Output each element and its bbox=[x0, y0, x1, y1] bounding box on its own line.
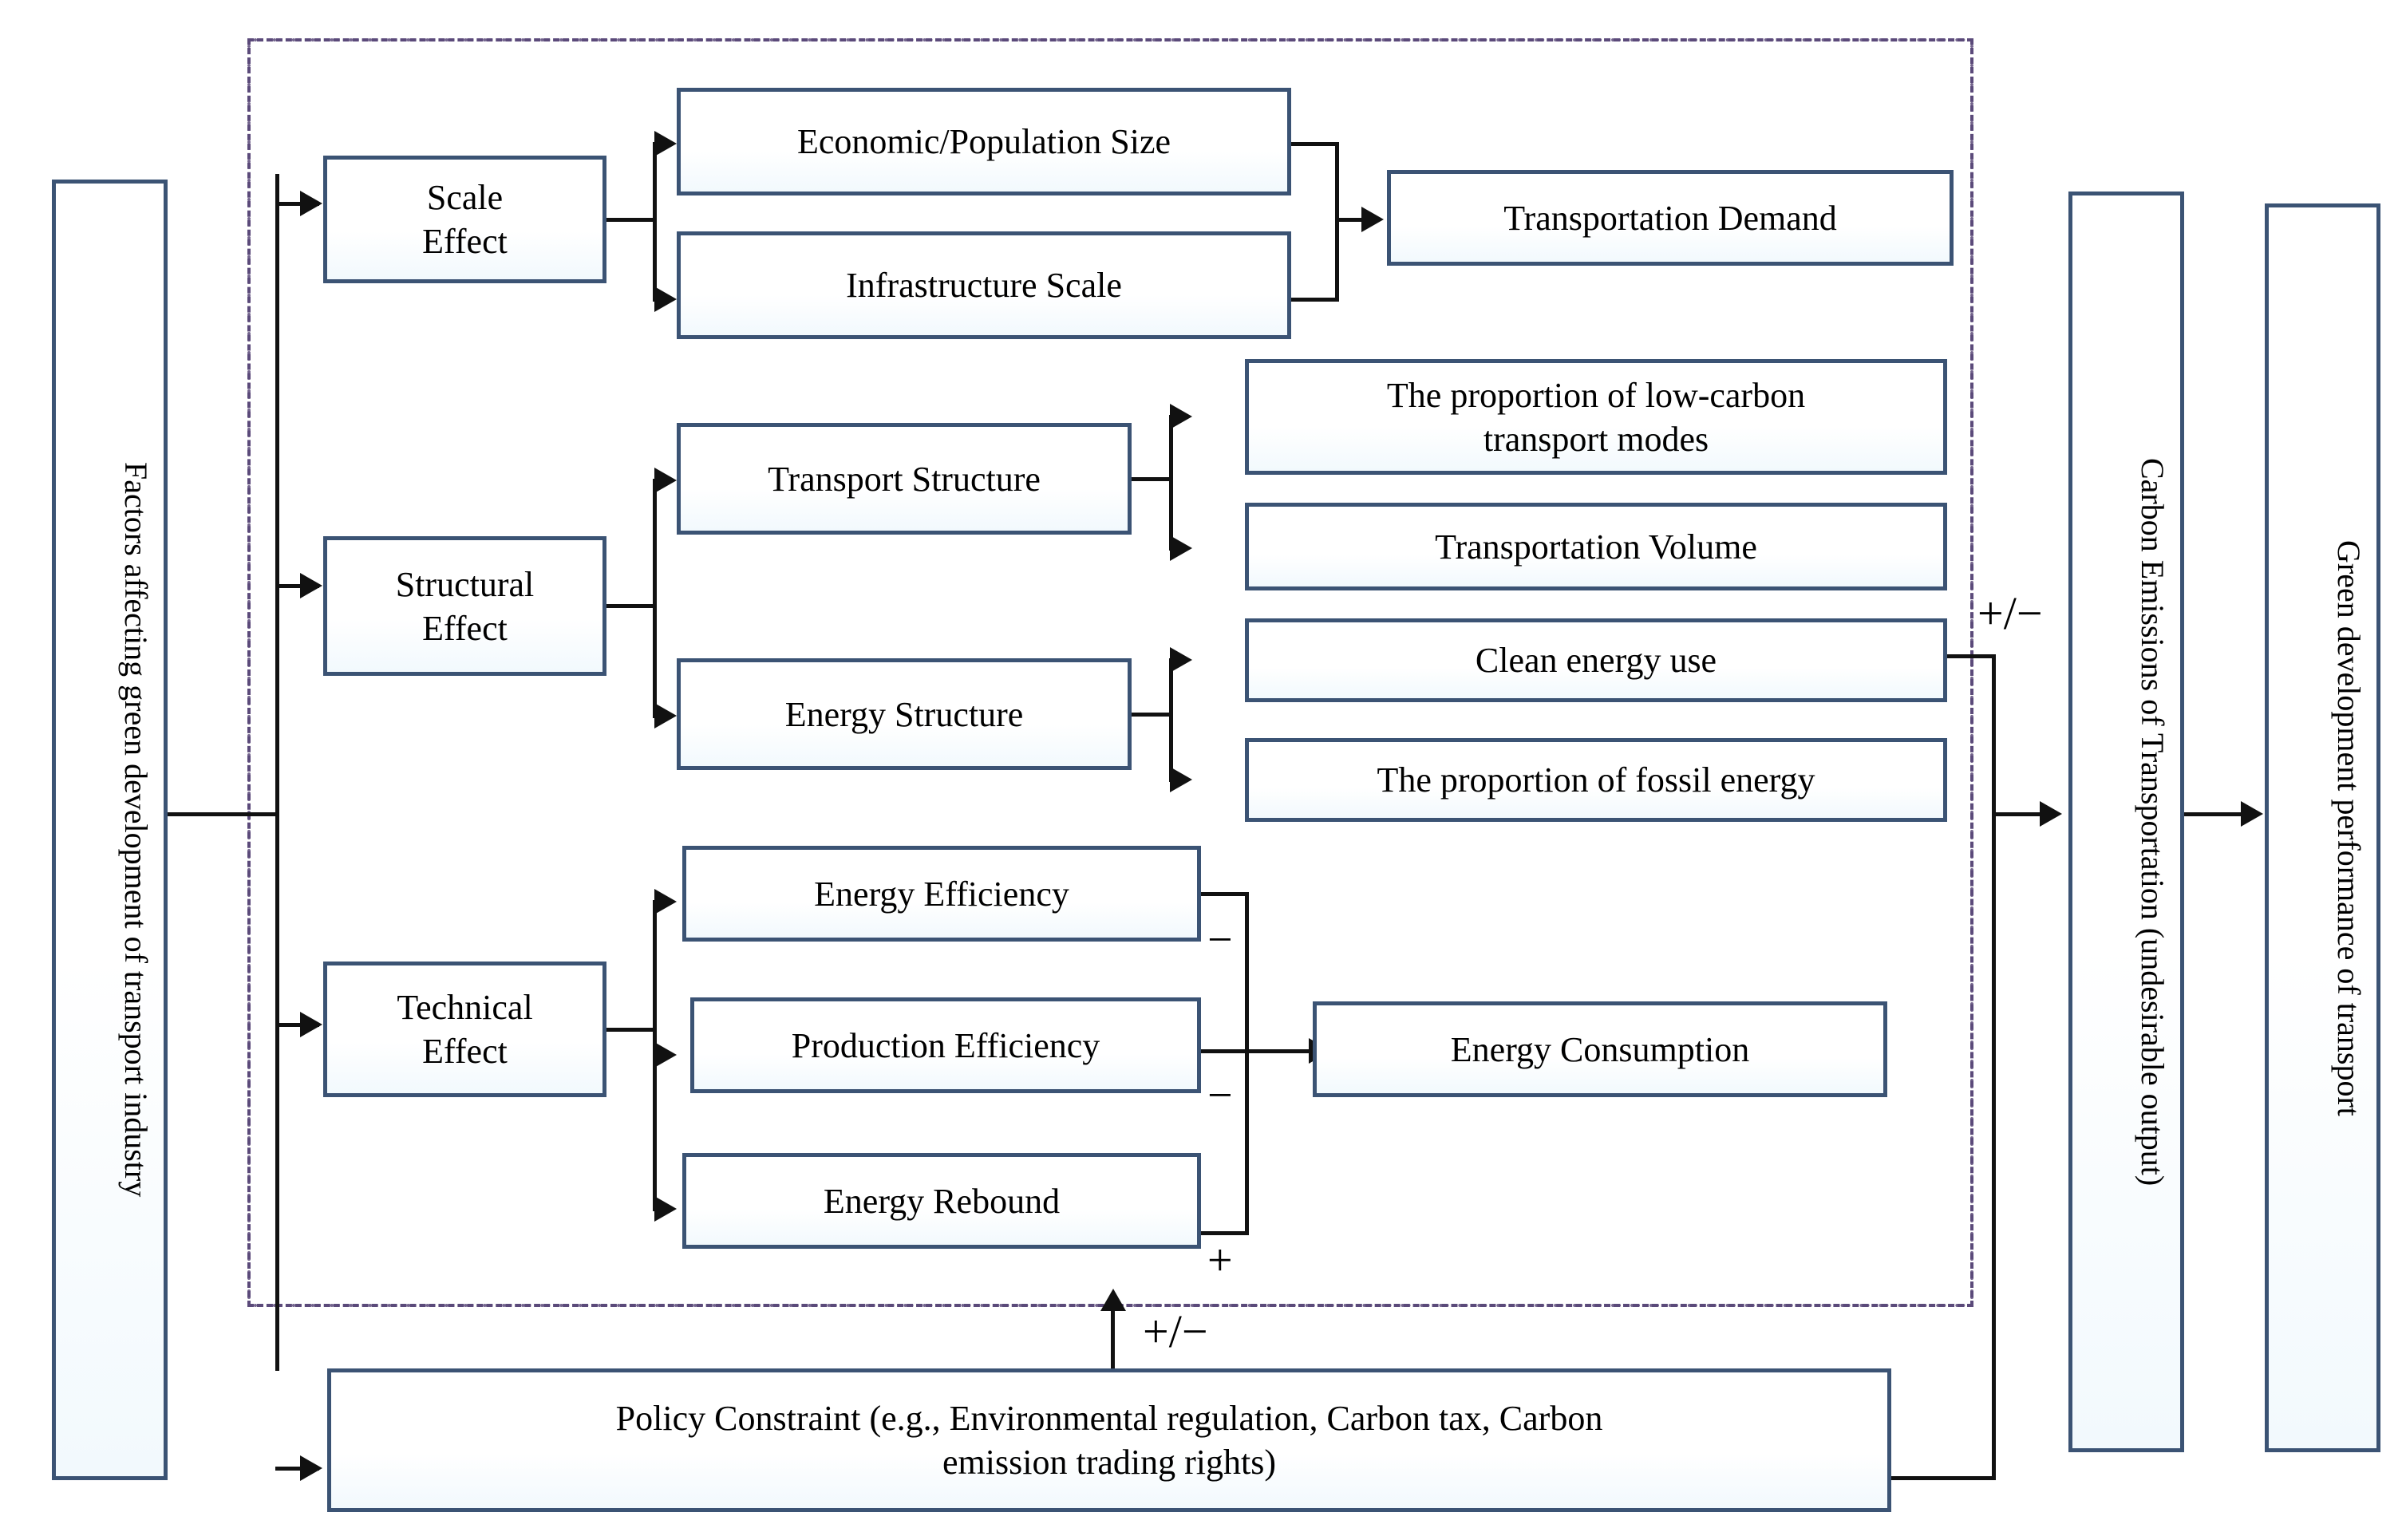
structural-effect-label: Structural Effect bbox=[395, 564, 535, 648]
node-energy-efficiency: Energy Efficiency bbox=[682, 846, 1201, 942]
energy-rebound-label: Energy Rebound bbox=[823, 1181, 1061, 1221]
arrow-to-transportation-demand bbox=[1361, 207, 1384, 232]
structural-fan-vertical bbox=[653, 479, 657, 718]
merge-to-demand bbox=[1335, 218, 1367, 222]
ee-to-merge bbox=[1201, 892, 1249, 896]
arrow-to-low-carbon-modes bbox=[1170, 404, 1192, 429]
policy-line-1: Policy Constraint (e.g., Environmental r… bbox=[615, 1399, 1603, 1438]
sign-energy-efficiency: − bbox=[1207, 915, 1233, 965]
low-carbon-modes-label: The proportion of low-carbon transport m… bbox=[1386, 375, 1806, 459]
node-transportation-demand: Transportation Demand bbox=[1387, 170, 1954, 266]
fossil-energy-label: The proportion of fossil energy bbox=[1377, 760, 1815, 800]
node-fossil-energy-proportion: The proportion of fossil energy bbox=[1245, 738, 1947, 822]
technical-effect-label: Technical Effect bbox=[397, 988, 533, 1071]
node-energy-consumption: Energy Consumption bbox=[1313, 1001, 1887, 1097]
transportation-demand-label: Transportation Demand bbox=[1503, 198, 1837, 238]
connector-left-to-trunk bbox=[168, 812, 279, 816]
node-transport-structure: Transport Structure bbox=[677, 423, 1132, 535]
transport-structure-fan-vertical bbox=[1169, 415, 1173, 551]
technical-merge-vertical bbox=[1245, 892, 1249, 1235]
green-development-label: Green development performance of transpo… bbox=[2331, 539, 2367, 1116]
bus-to-emissions bbox=[1992, 812, 2044, 816]
demand-merge-vertical bbox=[1335, 142, 1339, 302]
node-infrastructure-scale: Infrastructure Scale bbox=[677, 231, 1291, 339]
emissions-to-green bbox=[2184, 812, 2248, 816]
driver-box-structural-effect: Structural Effect bbox=[323, 536, 606, 676]
arrow-to-scale-effect bbox=[300, 191, 322, 216]
sign-energy-rebound: + bbox=[1207, 1236, 1233, 1285]
arrow-to-clean-energy-use bbox=[1170, 647, 1192, 673]
sign-policy-to-system: +/− bbox=[1143, 1305, 1208, 1357]
transport-structure-label: Transport Structure bbox=[768, 459, 1041, 499]
policy-line-2: emission trading rights) bbox=[942, 1443, 1276, 1482]
scale-out-stub bbox=[606, 218, 654, 222]
infrastructure-scale-label: Infrastructure Scale bbox=[846, 266, 1122, 305]
node-policy-constraint: Policy Constraint (e.g., Environmental r… bbox=[327, 1368, 1891, 1512]
output-box-green-development: Green development performance of transpo… bbox=[2265, 203, 2380, 1452]
merge-to-energy-consumption bbox=[1245, 1049, 1313, 1053]
pe-to-merge bbox=[1201, 1049, 1249, 1053]
node-energy-structure: Energy Structure bbox=[677, 658, 1132, 770]
arrow-to-technical-effect bbox=[300, 1012, 322, 1037]
energy-structure-label: Energy Structure bbox=[784, 694, 1024, 734]
node-production-efficiency: Production Efficiency bbox=[690, 997, 1201, 1093]
left-input-box: Factors affecting green development of t… bbox=[52, 180, 168, 1480]
trunk-stub-structural bbox=[275, 584, 319, 588]
scale-fan-vertical bbox=[653, 142, 657, 302]
arrow-to-infrastructure-scale bbox=[654, 286, 677, 312]
transport-structure-out-stub bbox=[1132, 477, 1171, 481]
trunk-stub-policy bbox=[275, 1467, 319, 1471]
arrow-to-structural-effect bbox=[300, 573, 322, 598]
arrow-to-fossil-energy bbox=[1170, 767, 1192, 792]
arrow-to-economic-population-size bbox=[654, 131, 677, 156]
policy-constraint-label: Policy Constraint (e.g., Environmental r… bbox=[339, 1396, 1879, 1484]
er-to-merge bbox=[1201, 1231, 1249, 1235]
node-transportation-volume: Transportation Volume bbox=[1245, 503, 1947, 590]
arrow-to-energy-efficiency bbox=[654, 889, 677, 914]
node-clean-energy-use: Clean energy use bbox=[1245, 618, 1947, 702]
low-carbon-to-bus bbox=[1947, 654, 1995, 658]
clean-energy-use-label: Clean energy use bbox=[1475, 641, 1717, 680]
node-low-carbon-transport-modes: The proportion of low-carbon transport m… bbox=[1245, 359, 1947, 475]
technical-out-stub bbox=[606, 1028, 654, 1032]
arrow-to-production-efficiency bbox=[654, 1042, 677, 1068]
economic-population-size-label: Economic/Population Size bbox=[796, 122, 1171, 161]
trunk-stub-technical bbox=[275, 1023, 319, 1027]
main-trunk-line bbox=[275, 174, 279, 1371]
structural-out-stub bbox=[606, 604, 654, 608]
node-energy-rebound: Energy Rebound bbox=[682, 1153, 1201, 1249]
arrow-to-transport-structure bbox=[654, 468, 677, 493]
arrow-to-energy-rebound bbox=[654, 1196, 677, 1222]
carbon-emissions-label: Carbon Emissions of Transportation (unde… bbox=[2135, 457, 2171, 1187]
driver-box-scale-effect: Scale Effect bbox=[323, 156, 606, 283]
policy-to-bus bbox=[1887, 1476, 1996, 1480]
arrow-to-carbon-emissions bbox=[2040, 801, 2062, 827]
arrow-to-transportation-volume bbox=[1170, 535, 1192, 561]
right-bus-vertical bbox=[1992, 654, 1996, 1480]
scale-effect-label: Scale Effect bbox=[422, 178, 508, 261]
arrow-policy-to-system bbox=[1100, 1289, 1126, 1311]
energy-structure-out-stub bbox=[1132, 713, 1171, 717]
arrow-to-energy-structure bbox=[654, 703, 677, 729]
left-input-label: Factors affecting green development of t… bbox=[118, 462, 154, 1198]
trunk-stub-scale bbox=[275, 202, 319, 206]
energy-consumption-label: Energy Consumption bbox=[1450, 1029, 1750, 1069]
sign-production-efficiency: − bbox=[1207, 1071, 1233, 1120]
production-efficiency-label: Production Efficiency bbox=[791, 1025, 1100, 1065]
transportation-volume-label: Transportation Volume bbox=[1435, 527, 1757, 567]
arrow-to-green-development bbox=[2241, 801, 2263, 827]
node-economic-population-size: Economic/Population Size bbox=[677, 88, 1291, 195]
infra-to-merge bbox=[1291, 298, 1339, 302]
econ-to-merge bbox=[1291, 142, 1339, 146]
output-box-carbon-emissions: Carbon Emissions of Transportation (unde… bbox=[2068, 192, 2184, 1452]
driver-box-technical-effect: Technical Effect bbox=[323, 962, 606, 1097]
arrow-to-policy-box bbox=[300, 1455, 322, 1481]
energy-structure-fan-vertical bbox=[1169, 658, 1173, 782]
energy-efficiency-label: Energy Efficiency bbox=[814, 874, 1069, 914]
sign-to-carbon-emissions: +/− bbox=[1977, 587, 2043, 639]
